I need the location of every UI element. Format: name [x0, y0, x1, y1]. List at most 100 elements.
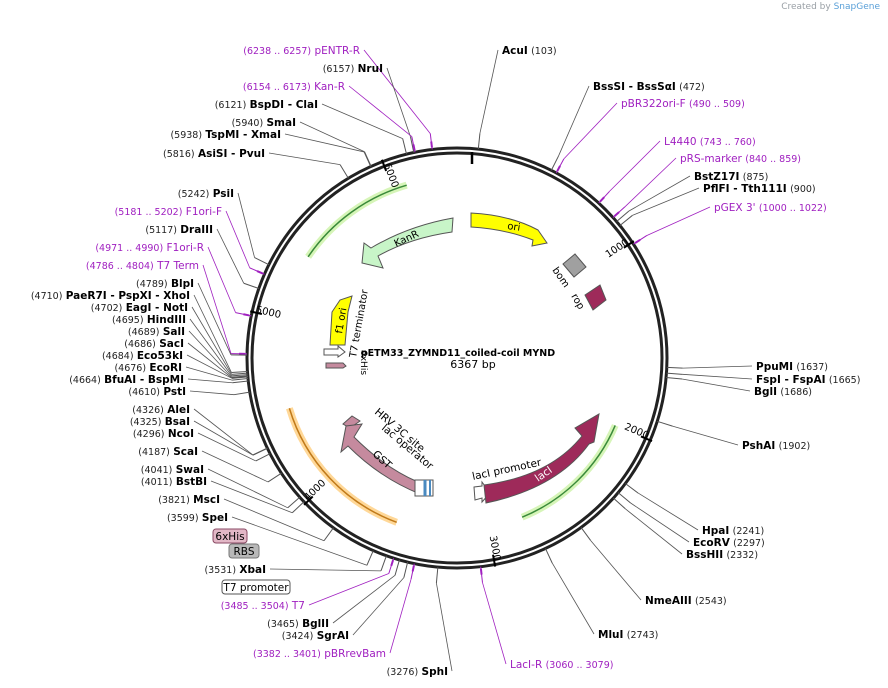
leader-line — [269, 568, 382, 572]
leader-tick — [267, 472, 282, 483]
leader-tick — [233, 391, 250, 396]
feature-rop — [584, 284, 607, 311]
leader-tick — [231, 371, 248, 374]
primer-label: (3382 .. 3401) pBRrevBam — [253, 648, 386, 660]
tick-mark — [380, 159, 388, 172]
feature-t7-terminator — [323, 344, 346, 358]
leader-line — [389, 579, 412, 654]
leader-tick — [363, 151, 372, 167]
leader-tick — [252, 447, 268, 456]
tick-mark — [640, 435, 653, 443]
leader-line — [637, 492, 699, 531]
tick-label: 6000 — [381, 162, 400, 190]
primer-site-mark — [256, 270, 263, 275]
box-label-t7-promoter: T7 promoter — [221, 579, 291, 595]
leader-tick — [339, 164, 349, 179]
enzyme-label: (5938) TspMI - XmaI — [170, 129, 281, 141]
feature-kanr — [361, 217, 454, 269]
plasmid-size: 6367 bp — [450, 358, 495, 371]
leader-tick — [380, 555, 387, 572]
leader-line — [682, 373, 753, 380]
leader-line — [682, 365, 753, 369]
leader-line — [363, 49, 431, 134]
leader-line — [191, 306, 232, 375]
tick-label: 5000 — [255, 305, 282, 321]
leader-line — [189, 318, 233, 377]
leader-line — [197, 432, 256, 462]
leader-tick — [231, 375, 248, 378]
enzyme-label: PflFI - Tth111I (900) — [703, 183, 816, 195]
primer-site-mark — [556, 165, 561, 172]
primer-site-mark — [412, 144, 416, 151]
primer-site-mark — [243, 313, 250, 317]
leader-tick — [231, 374, 248, 377]
leader-line — [551, 562, 595, 635]
leader-tick — [231, 372, 248, 375]
enzyme-label: HpaI (2241) — [702, 525, 764, 537]
enzyme-label: (3276) SphI — [387, 666, 448, 678]
leader-tick — [232, 380, 249, 384]
enzyme-label: (3424) SgrAI — [282, 630, 349, 642]
leader-tick — [291, 501, 305, 514]
enzyme-label: (5242) PsiI — [178, 188, 234, 200]
enzyme-label: (3465) BglII — [267, 618, 329, 630]
primer-site-mark — [430, 141, 433, 148]
leader-tick — [666, 372, 683, 375]
leader-line — [193, 294, 232, 373]
leader-line — [681, 378, 751, 392]
enzyme-label: PshAI (1902) — [742, 440, 810, 452]
leader-tick — [666, 377, 683, 380]
leader-tick — [435, 567, 439, 584]
enzyme-label: (4610) PstI — [128, 386, 186, 398]
leader-tick — [550, 155, 559, 171]
leader-line — [201, 450, 269, 483]
leader-tick — [366, 550, 374, 566]
enzyme-label: BssHII (2332) — [686, 549, 758, 561]
leader-line — [197, 282, 232, 356]
leader-line — [672, 425, 739, 446]
leader-tick — [410, 136, 415, 153]
leader-line — [225, 210, 251, 269]
primer-label: pRS-marker (840 .. 859) — [680, 153, 801, 165]
primer-label: (6238 .. 6257) pENTR-R — [243, 45, 360, 57]
enzyme-label: (6121) BspDI - ClaI — [215, 99, 318, 111]
enzyme-label: NmeAIII (2543) — [645, 595, 727, 607]
leader-line — [216, 228, 245, 284]
enzyme-label: AcuI (103) — [502, 45, 557, 57]
leader-line — [193, 420, 254, 456]
leader-tick — [657, 420, 673, 427]
primer-site-mark — [390, 559, 395, 567]
primer-site-mark — [411, 565, 415, 572]
enzyme-label: (4011) BstBI — [141, 476, 207, 488]
enzyme-label: (4686) SacI — [124, 338, 184, 350]
leader-tick — [544, 548, 553, 564]
leader-line — [558, 85, 590, 157]
leader-line — [308, 573, 389, 606]
enzyme-label: (5117) DraIII — [145, 224, 213, 236]
feature-ori-label: ori — [507, 221, 521, 234]
leader-line — [188, 330, 233, 378]
leader-tick — [619, 215, 633, 226]
leader-line — [436, 582, 453, 672]
tick-label: 2000 — [623, 422, 651, 442]
enzyme-label: (4296) NcoI — [133, 428, 194, 440]
leader-tick — [616, 210, 630, 222]
snapgene-credit: Created by SnapGene — [781, 2, 880, 12]
enzyme-label: BglI (1686) — [754, 386, 812, 398]
leader-line — [625, 508, 683, 555]
leader-tick — [613, 497, 626, 510]
leader-tick — [666, 366, 683, 369]
leader-tick — [231, 376, 248, 379]
leader-tick — [580, 527, 591, 541]
primer-label: L4440 (743 .. 760) — [664, 136, 756, 148]
enzyme-label: (5816) AsiSI - PvuI — [163, 148, 265, 160]
primer-site-mark — [634, 238, 641, 244]
leader-tick — [254, 257, 270, 266]
enzyme-label: (4695) HindIII — [112, 314, 186, 326]
tick-mark — [303, 495, 314, 506]
feature-laci — [483, 413, 600, 504]
tick-mark — [492, 554, 497, 567]
enzyme-label: MluI (2743) — [598, 629, 658, 641]
tick-label: 1000 — [604, 237, 631, 260]
